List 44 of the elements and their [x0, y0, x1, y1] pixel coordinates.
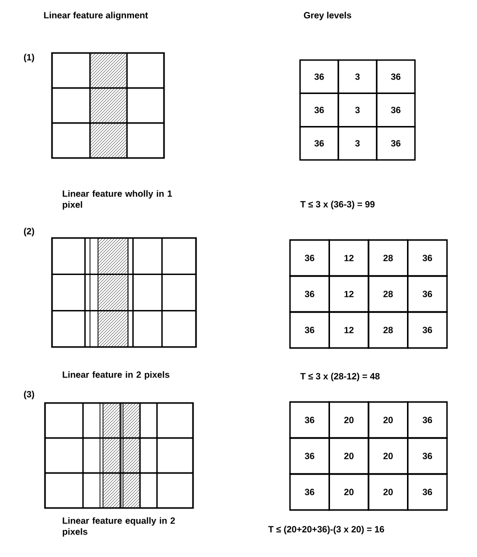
- grid-cell: 36: [407, 401, 448, 439]
- grid-cell: 36: [289, 311, 330, 349]
- grid-cell: 36: [289, 401, 330, 439]
- grid-cell: 36: [407, 275, 448, 313]
- grid-cell: 36: [376, 92, 416, 128]
- threshold-formula: T ≤ (20+20+36)-(3 x 20) = 16: [268, 526, 384, 534]
- panel-number: (1): [24, 54, 34, 62]
- grid-cell: 20: [368, 473, 408, 511]
- grid-cell: 36: [376, 126, 416, 161]
- grid-cell: 28: [368, 275, 408, 313]
- grid-cell: 36: [289, 239, 330, 277]
- grid-cell: 12: [328, 311, 370, 349]
- column-heading: Grey levels: [304, 12, 352, 20]
- grid-cell: 20: [368, 401, 408, 439]
- column-heading: Linear feature alignment: [44, 12, 148, 20]
- grid-caption: Linear feature equally in 2 pixels: [62, 517, 175, 537]
- grid-cell: 36: [407, 311, 448, 349]
- grid-cell: 36: [299, 126, 340, 161]
- grid-cell: 28: [368, 239, 408, 277]
- grid-cell: 36: [289, 437, 330, 475]
- threshold-formula: T ≤ 3 x (28-12) = 48: [300, 372, 380, 382]
- grid-caption: Linear feature wholly in 1 pixel: [62, 190, 172, 210]
- grid-cell: 3: [338, 92, 378, 128]
- grid-cell: 20: [328, 401, 370, 439]
- threshold-formula: T ≤ 3 x (36-3) = 99: [300, 200, 375, 210]
- grid-cell: 3: [338, 126, 378, 161]
- grid-cell: 28: [368, 311, 408, 349]
- grid-cell: 36: [289, 275, 330, 313]
- grid-cell: 36: [376, 59, 416, 94]
- grid-cell: 12: [328, 275, 370, 313]
- grid-cell: 36: [289, 473, 330, 511]
- grid-cell: 20: [328, 437, 370, 475]
- grid-cell: 20: [328, 473, 370, 511]
- grid-cell: 36: [407, 473, 448, 511]
- grid-cell: 36: [299, 59, 340, 94]
- grid-cell: 20: [368, 437, 408, 475]
- grid-caption: Linear feature in 2 pixels: [62, 371, 170, 380]
- panel-number: (2): [24, 228, 34, 236]
- grid-cell: 36: [299, 92, 340, 128]
- grid-cell: 36: [407, 239, 448, 277]
- panel-number: (3): [24, 390, 34, 400]
- grid-cell: 36: [407, 437, 448, 475]
- grid-cell: 12: [328, 239, 370, 277]
- grid-cell: 3: [338, 59, 378, 94]
